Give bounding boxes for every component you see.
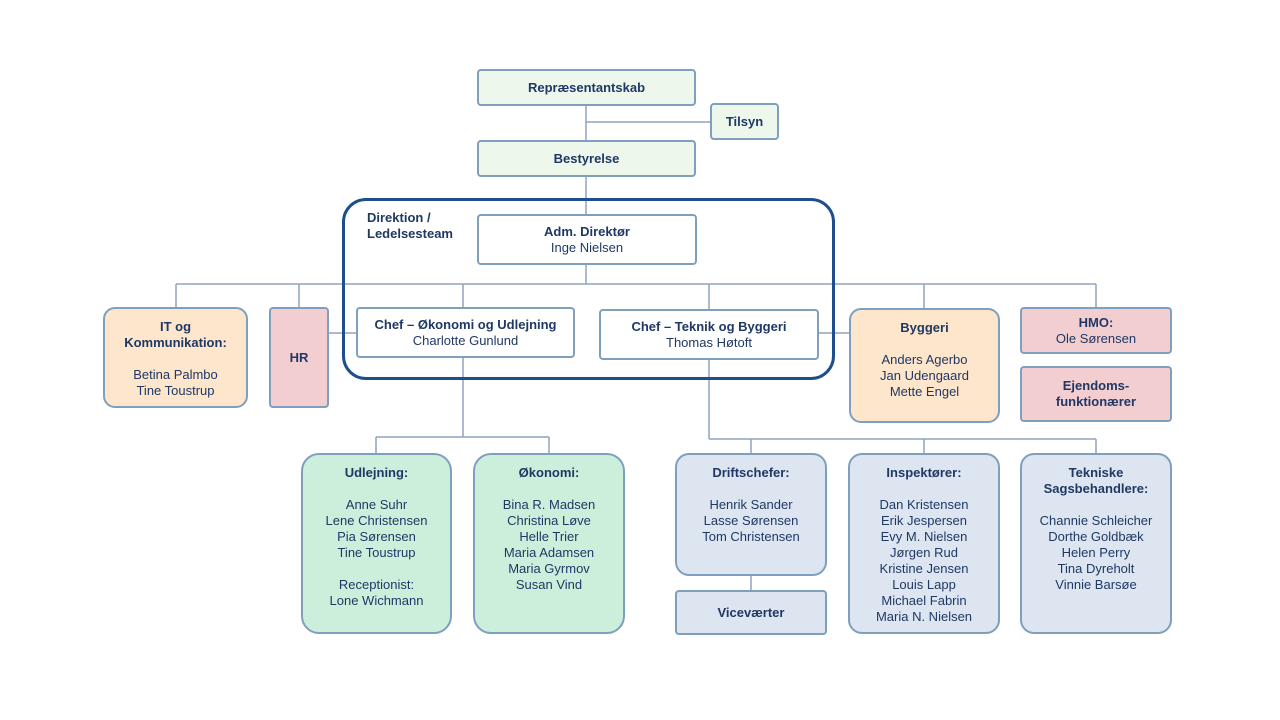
udlejning-title: Udlejning:	[344, 465, 409, 480]
chef-okonomi-name: Charlotte Gunlund	[412, 332, 519, 348]
inspektor-person: Michael Fabrin	[881, 593, 967, 608]
driftschefer-person: Henrik Sander	[709, 497, 793, 512]
representantskab-label: Repræsentantskab	[527, 79, 646, 95]
direktion-label: Direktion / Ledelsesteam	[367, 210, 453, 241]
byggeri-person: Mette Engel	[889, 384, 960, 399]
udlejning-person: Anne Suhr	[345, 497, 408, 512]
okonomi-person: Maria Adamsen	[503, 545, 595, 560]
tekniske-person: Tina Dyreholt	[1057, 561, 1135, 576]
okonomi-box: Økonomi: Bina R. Madsen Christina Løve H…	[473, 453, 625, 634]
tekniske-person: Vinnie Barsøe	[1055, 577, 1137, 592]
driftschefer-title: Driftschefer:	[712, 465, 790, 480]
ejendom-label-1: Ejendoms-	[1062, 378, 1130, 393]
okonomi-person: Christina Løve	[507, 513, 591, 528]
tekniske-sagsbehandlere-box: Tekniske Sagsbehandlere: Channie Schleic…	[1020, 453, 1172, 634]
inspektor-person: Kristine Jensen	[879, 561, 969, 576]
driftschefer-person: Tom Christensen	[702, 529, 800, 544]
vicevaerter-box: Viceværter	[675, 590, 827, 635]
hr-label: HR	[289, 349, 309, 365]
tilsyn-label: Tilsyn	[725, 113, 764, 129]
driftschefer-person: Lasse Sørensen	[703, 513, 799, 528]
byggeri-title: Byggeri	[900, 320, 949, 335]
ejendom-label-2: funktionærer	[1055, 394, 1137, 409]
chef-okonomi-title: Chef – Økonomi og Udlejning	[374, 316, 557, 332]
inspektorer-title: Inspektører:	[886, 465, 962, 480]
it-person: Betina Palmbo	[133, 367, 218, 382]
hmo-box: HMO: Ole Sørensen	[1020, 307, 1172, 354]
tekniske-title-2: Sagsbehandlere:	[1043, 481, 1149, 496]
adm-direktor-title: Adm. Direktør	[544, 223, 630, 239]
inspektorer-box: Inspektører: Dan Kristensen Erik Jespers…	[848, 453, 1000, 634]
byggeri-person: Jan Udengaard	[880, 368, 969, 383]
driftschefer-box: Driftschefer: Henrik Sander Lasse Sørens…	[675, 453, 827, 576]
byggeri-box: Byggeri Anders Agerbo Jan Udengaard Mett…	[849, 308, 1000, 423]
chef-teknik-title: Chef – Teknik og Byggeri	[631, 318, 787, 334]
direktion-frame	[342, 198, 835, 380]
inspektor-person: Dan Kristensen	[879, 497, 969, 512]
udlejning-person: Lene Christensen	[325, 513, 428, 528]
receptionist-title: Receptionist:	[338, 577, 415, 592]
receptionist-name: Lone Wichmann	[329, 593, 424, 608]
okonomi-person: Helle Trier	[519, 529, 579, 544]
tekniske-person: Dorthe Goldbæk	[1048, 529, 1144, 544]
chef-teknik-name: Thomas Høtoft	[666, 334, 752, 350]
vicevaerter-label: Viceværter	[717, 604, 785, 620]
udlejning-person: Tine Toustrup	[337, 545, 416, 560]
tekniske-title-1: Tekniske	[1068, 465, 1124, 480]
tekniske-person: Helen Perry	[1061, 545, 1131, 560]
byggeri-person: Anders Agerbo	[881, 352, 968, 367]
okonomi-person: Susan Vind	[515, 577, 583, 592]
bestyrelse-label: Bestyrelse	[553, 150, 620, 166]
okonomi-title: Økonomi:	[518, 465, 580, 480]
it-title-1: IT og	[159, 319, 192, 334]
inspektor-person: Erik Jespersen	[881, 513, 967, 528]
ejendomsfunktionaerer-box: Ejendoms- funktionærer	[1020, 366, 1172, 422]
okonomi-person: Maria Gyrmov	[508, 561, 590, 576]
hmo-title: HMO:	[1078, 314, 1114, 330]
inspektor-person: Jørgen Rud	[890, 545, 958, 560]
udlejning-box: Udlejning: Anne Suhr Lene Christensen Pi…	[301, 453, 452, 634]
chef-okonomi-box: Chef – Økonomi og Udlejning Charlotte Gu…	[356, 307, 575, 358]
representantskab-box: Repræsentantskab	[477, 69, 696, 106]
udlejning-person: Pia Sørensen	[337, 529, 416, 544]
chef-teknik-box: Chef – Teknik og Byggeri Thomas Høtoft	[599, 309, 819, 360]
tekniske-person: Channie Schleicher	[1039, 513, 1153, 528]
bestyrelse-box: Bestyrelse	[477, 140, 696, 177]
hmo-name: Ole Sørensen	[1055, 330, 1137, 346]
it-person: Tine Toustrup	[136, 383, 215, 398]
it-kommunikation-box: IT og Kommunikation: Betina Palmbo Tine …	[103, 307, 248, 408]
tilsyn-box: Tilsyn	[710, 103, 779, 140]
okonomi-person: Bina R. Madsen	[502, 497, 596, 512]
hr-box: HR	[269, 307, 329, 408]
inspektor-person: Evy M. Nielsen	[880, 529, 968, 544]
inspektor-person: Maria N. Nielsen	[875, 609, 973, 624]
it-title-2: Kommunikation:	[124, 335, 227, 350]
adm-direktor-name: Inge Nielsen	[550, 239, 624, 255]
inspektor-person: Louis Lapp	[892, 577, 956, 592]
adm-direktor-box: Adm. Direktør Inge Nielsen	[477, 214, 697, 265]
